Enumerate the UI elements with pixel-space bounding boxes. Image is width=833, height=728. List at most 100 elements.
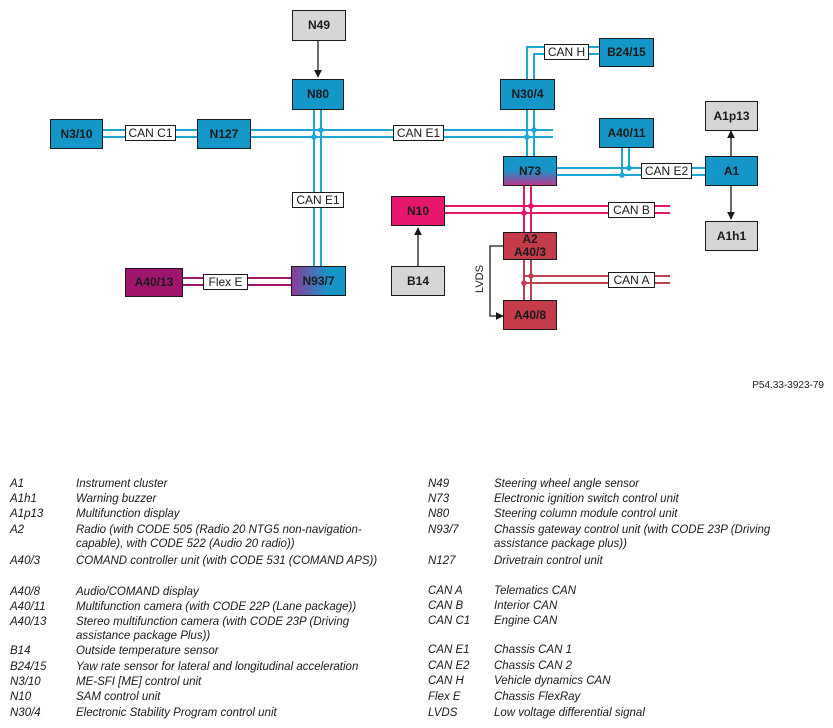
legend-description: Multifunction display [76, 508, 180, 520]
legend-row: N93/7 Chassis gateway control unit (with … [428, 523, 816, 551]
node-n30-4: N30/4 [500, 79, 555, 110]
bus-label-can-c1: CAN C1 [125, 125, 176, 141]
legend-row: CAN E1 Chassis CAN 1 [428, 643, 816, 657]
legend-code: CAN B [428, 600, 464, 612]
legend-code: A40/8 [10, 586, 41, 598]
legend-description: Engine CAN [494, 615, 558, 627]
legend-code: CAN A [428, 585, 463, 597]
document-reference: P54.33-3923-79 [752, 380, 824, 391]
node-b14: B14 [391, 266, 445, 296]
legend-description: Drivetrain control unit [494, 555, 603, 567]
legend-code: CAN E1 [428, 644, 470, 656]
legend-row: A2 Radio (with CODE 505 (Radio 20 NTG5 no… [10, 523, 394, 551]
node-a40-8: A40/8 [503, 300, 557, 330]
bus-label-flex-e: Flex E [203, 274, 248, 290]
legend-description: Chassis FlexRay [494, 691, 581, 703]
legend-description: Yaw rate sensor for lateral and longitud… [76, 661, 359, 673]
legend-row: A40/11 Multifunction camera (with CODE 22… [10, 600, 394, 614]
legend-description: Chassis CAN 1 [494, 644, 572, 656]
node-n93-7: N93/7 [291, 266, 346, 296]
legend-row: N73 Electronic ignition switch control un… [428, 492, 816, 506]
legend-code: N73 [428, 493, 450, 505]
legend-description: Electronic Stability Program control uni… [76, 707, 277, 719]
bus-label-can-e2: CAN E2 [641, 163, 692, 179]
node-a1h1: A1h1 [705, 221, 758, 251]
legend-description: Outside temperature sensor [76, 645, 219, 657]
legend-row: A40/13 Stereo multifunction camera (with … [10, 615, 394, 643]
legend-description: SAM control unit [76, 691, 161, 703]
bus-label-can-a: CAN A [608, 272, 655, 288]
legend-description: Interior CAN [494, 600, 558, 612]
legend-row: B24/15 Yaw rate sensor for lateral and lo… [10, 660, 394, 674]
node-n80: N80 [292, 79, 344, 110]
legend-row: N80 Steering column module control unit [428, 507, 816, 521]
legend-description: Audio/COMAND display [76, 586, 199, 598]
legend-row: A40/8 Audio/COMAND display [10, 585, 394, 599]
n30-4-to-n73-line [526, 110, 535, 156]
legend-row: CAN E2 Chassis CAN 2 [428, 659, 816, 673]
legend-code: N80 [428, 508, 450, 520]
legend-code: CAN E2 [428, 660, 470, 672]
node-n127: N127 [197, 119, 251, 149]
legend-code: A1 [10, 478, 25, 490]
legend-row: LVDS Low voltage differential signal [428, 706, 816, 720]
legend-code: A40/11 [10, 601, 46, 613]
legend-description: Instrument cluster [76, 478, 168, 490]
legend-row: N10 SAM control unit [10, 690, 394, 704]
legend-description: Steering wheel angle sensor [494, 478, 640, 490]
legend-code: LVDS [428, 707, 458, 719]
node-b24-15: B24/15 [599, 38, 654, 67]
legend-description: COMAND controller unit (with CODE 531 (C… [76, 555, 378, 567]
arrow-lvds-a2-to-a40-8 [489, 245, 504, 320]
bus-label-can-e1-horizontal: CAN E1 [393, 125, 444, 141]
legend-code: N127 [428, 555, 456, 567]
legend-code: B24/15 [10, 661, 47, 673]
legend-description: Multifunction camera (with CODE 22P (Lan… [76, 601, 357, 613]
node-a2-label: A2 [522, 232, 538, 246]
node-n3-10: N3/10 [50, 119, 103, 149]
legend-code: N3/10 [10, 676, 41, 688]
legend-description: Telematics CAN [494, 585, 577, 597]
legend-right: N49 Steering wheel angle sensor N73 Electr… [428, 477, 828, 722]
junction-dots [311, 127, 632, 286]
legend-description: Radio (with CODE 505 (Radio 20 NTG5 non-… [76, 524, 362, 550]
legend-row: CAN B Interior CAN [428, 599, 816, 613]
legend-row: N30/4 Electronic Stability Program contro… [10, 706, 394, 720]
node-a2-a40-3: A2 A40/3 [503, 232, 557, 260]
legend-code: A40/13 [10, 616, 47, 628]
legend-description: Stereo multifunction camera (with CODE 2… [76, 616, 350, 642]
can-e1-line-vertical [313, 110, 322, 266]
legend-code: N49 [428, 478, 450, 490]
bus-label-can-e1-vertical: CAN E1 [292, 192, 344, 208]
legend-description: Warning buzzer [76, 493, 157, 505]
legend-row: B14 Outside temperature sensor [10, 644, 394, 658]
legend-description: Electronic ignition switch control unit [494, 493, 679, 505]
legend-code: B14 [10, 645, 31, 657]
legend-row: N49 Steering wheel angle sensor [428, 477, 816, 491]
legend-description: Chassis CAN 2 [494, 660, 572, 672]
legend-code: A1p13 [10, 508, 44, 520]
node-a1: A1 [705, 156, 758, 186]
legend-code: N30/4 [10, 707, 41, 719]
legend-row: A1p13 Multifunction display [10, 507, 394, 521]
legend-code: CAN H [428, 675, 464, 687]
node-a1p13: A1p13 [705, 101, 758, 131]
node-a40-11: A40/11 [599, 118, 654, 148]
legend-code: N93/7 [428, 524, 459, 536]
legend-row: CAN C1 Engine CAN [428, 614, 816, 628]
node-n73: N73 [503, 156, 557, 186]
legend-code: N10 [10, 691, 32, 703]
legend-description: ME-SFI [ME] control unit [76, 676, 202, 688]
legend-code: CAN C1 [428, 615, 471, 627]
legend-row: CAN A Telematics CAN [428, 584, 816, 598]
legend-code: A2 [10, 524, 25, 536]
legend-row: N127 Drivetrain control unit [428, 554, 816, 568]
legend-description: Low voltage differential signal [494, 707, 645, 719]
legend-description: Steering column module control unit [494, 508, 678, 520]
node-a40-13: A40/13 [125, 268, 183, 297]
legend-description: Chassis gateway control unit (with CODE … [494, 524, 771, 550]
